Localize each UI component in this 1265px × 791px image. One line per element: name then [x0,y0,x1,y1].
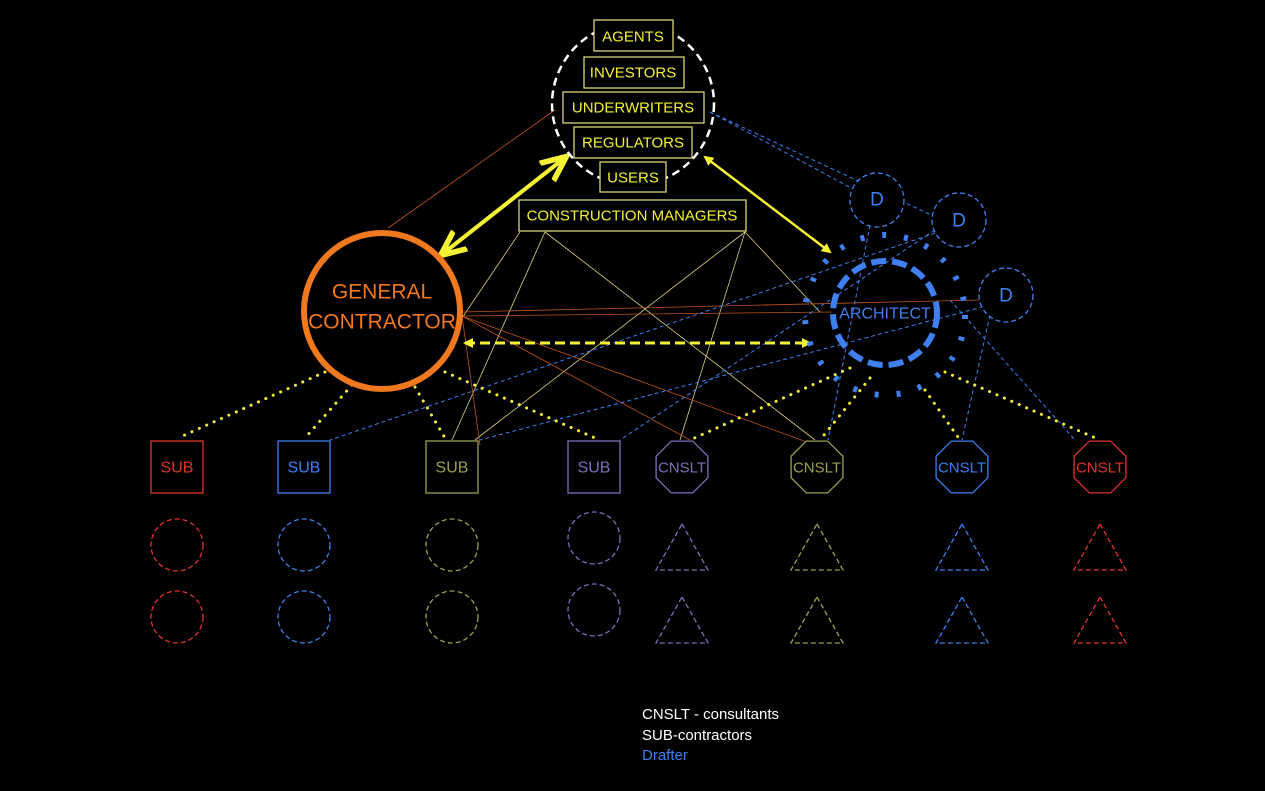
dotted-connector-lines [176,366,1102,442]
cm-to-cnslt1-line [679,231,746,441]
drafter-to-cnslt2-line [827,224,871,441]
arch-to-cnslt3-dots [923,388,962,442]
general-contractor-label-line2: CONTRACTOR [308,311,456,334]
cnslt-3-child-triangle-2 [934,595,990,644]
drafter-connector-lines [329,111,1076,441]
sub-label-4: SUB [578,460,611,477]
general-contractor-label-line1: GENERAL [332,281,432,304]
sub-4-child-circle-2 [567,583,621,637]
stakeholder-labels: AGENTS INVESTORS UNDERWRITERS REGULATORS… [527,29,738,225]
sub-2-child-circle-1 [277,518,331,572]
cnslt-octagon-2 [790,440,844,494]
stakeholder-boxes [518,19,747,232]
gc-to-cnslt1-line [461,315,691,441]
arch-to-cnslt2-dots [818,376,872,442]
drafter-circle-3 [978,267,1034,323]
cm-to-sub4-line [474,231,746,441]
gc-to-sub3-dots [413,385,447,440]
cnslt-label-1: CNSLT [658,460,706,477]
drafter1-to-sub2-line [329,232,936,441]
cnslt-octagon-4 [1073,440,1127,494]
cnslt-octagon-1 [655,440,709,494]
sub-2-child-circle-2 [277,590,331,644]
sub-4-child-circle-1 [567,511,621,565]
gc-to-sub1-dots [176,370,327,440]
arch-to-cnslt4-dots [943,370,1102,442]
investors-label: INVESTORS [590,65,676,82]
drafter-to-cnslt3-line [961,314,991,441]
agents-box [593,19,674,52]
gc-stakeholders-arrow [445,160,562,252]
cnslt-3-child-triangle-1 [934,522,990,571]
agents-label: AGENTS [602,29,664,46]
drafter-circle-2 [931,192,987,248]
underwriters-label: UNDERWRITERS [572,100,694,117]
sub-label-1: SUB [161,460,194,477]
underwriters-box [562,91,705,124]
stakeholders-architect-arrow [703,155,832,254]
drafter-labels: D D D [870,190,1013,307]
cm-to-gc-line [461,231,521,319]
legend-drafter: Drafter [642,747,688,764]
construction-managers-box [518,199,747,232]
gc-to-architect-line [461,311,833,317]
drafter-label-3: D [999,286,1013,307]
gc-to-sub3-line [461,315,481,446]
cnslt-label-3: CNSLT [938,460,986,477]
architect-circle [830,258,940,368]
regulators-label: REGULATORS [582,135,684,152]
cnslt-2-child-triangle-1 [789,522,845,571]
cnslt-label-4: CNSLT [1076,460,1124,477]
drafter2-to-sub3-line [479,304,991,441]
drafter-label-1: D [870,190,884,211]
cnslt-octagon-3 [935,440,989,494]
drafter-circle-1 [849,172,905,228]
cnslt-1-child-triangle-1 [654,522,710,571]
regulators-box [573,126,693,159]
users-label: USERS [607,170,659,187]
legend: CNSLT - consultants SUB-contractors Draf… [642,705,779,767]
sub-1-child-circle-2 [150,590,204,644]
drafter-to-sub4-line [619,229,936,441]
legend-cnslt: CNSLT - consultants [642,706,779,723]
drafter-to-cnslt4-line [949,299,1076,441]
subcontractor-consultant-nodes: SUB SUB SUB SUB CNSLT CNSLT CNSLT CNSLT [150,440,1128,644]
cnslt-label-2: CNSLT [793,460,841,477]
cnslt-2-child-triangle-2 [789,595,845,644]
architect-outer-ring [802,232,968,398]
sub-3-child-circle-1 [425,518,479,572]
sub-box-1 [150,440,204,494]
drafter-circles [849,172,1034,323]
gc-to-cnslt2-line [461,315,816,446]
general-contractor-circle [301,230,463,392]
thin-connector-lines [387,109,981,446]
gc-to-sub2-dots [303,383,354,440]
sub-3-child-circle-2 [425,590,479,644]
gc-to-sub4-dots [443,370,597,440]
sub-label-3: SUB [436,460,469,477]
legend-sub: SUB-contractors [642,726,753,744]
architect-label: ARCHITECT [839,306,931,323]
construction-managers-label: CONSTRUCTION MANAGERS [527,208,738,225]
sub-box-2 [277,440,331,494]
sub-box-3 [425,440,479,494]
cnslt-1-child-triangle-2 [654,595,710,644]
users-box [599,161,667,193]
sub-box-4 [567,440,621,494]
cnslt-4-child-triangle-2 [1072,595,1128,644]
cnslt-4-child-triangle-1 [1072,522,1128,571]
investors-box [583,56,685,89]
drafter-label-2: D [952,211,966,232]
arch-to-cnslt1-dots [688,366,852,442]
sub-label-2: SUB [288,460,321,477]
sub-1-child-circle-1 [150,518,204,572]
